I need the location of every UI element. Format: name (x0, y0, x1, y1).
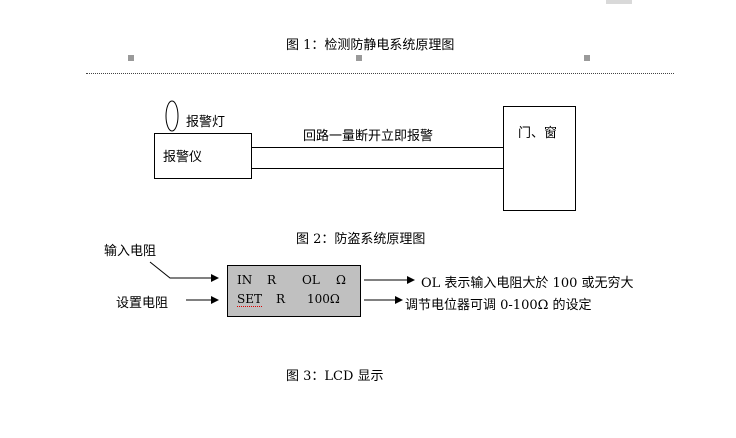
page-corner-mark (606, 0, 632, 4)
lcd-note-ol: OL 表示输入电阻大於 100 或无穷大 (421, 276, 634, 291)
lcd-row1-ohm: Ω (336, 273, 346, 287)
lcd-row2-r: R (276, 292, 286, 306)
input-arrow (149, 261, 219, 282)
figure1-caption: 图 1：检测防静电系统原理图 (286, 38, 455, 53)
loop-label: 回路一量断开立即报警 (303, 129, 434, 144)
lcd-note-set: 调节电位器可调 0-100Ω 的设定 (405, 298, 592, 313)
loop-wire-bottom (252, 168, 503, 169)
selection-handle-center[interactable] (356, 55, 362, 61)
alarm-lamp-label: 报警灯 (186, 115, 226, 130)
door-window-box: 门、窗 (503, 106, 576, 211)
selection-handle-right[interactable] (584, 55, 590, 61)
input-resistance-label: 输入电阻 (104, 244, 157, 259)
alarm-unit-label: 报警仪 (163, 150, 203, 165)
section-divider (86, 73, 674, 74)
selection-handle-left[interactable] (128, 55, 134, 61)
loop-wire-top (252, 147, 503, 148)
lcd-row1-in: IN (237, 273, 253, 287)
lcd-row1-r: R (267, 273, 277, 287)
alarm-lamp-icon (165, 100, 179, 132)
lcd-row1-ol: OL (302, 273, 320, 287)
lcd-row2-value: 100Ω (307, 292, 340, 306)
alarm-unit-box: 报警仪 (154, 133, 252, 179)
door-window-label: 门、窗 (518, 126, 558, 141)
set-resistance-label: 设置电阻 (116, 296, 169, 311)
figure2-caption: 图 2：防盗系统原理图 (296, 232, 426, 247)
lcd-display: IN R OL Ω SET R 100Ω (227, 265, 361, 317)
lcd-row2-set: SET (237, 292, 262, 307)
figure3-caption: 图 3：LCD 显示 (286, 369, 384, 384)
